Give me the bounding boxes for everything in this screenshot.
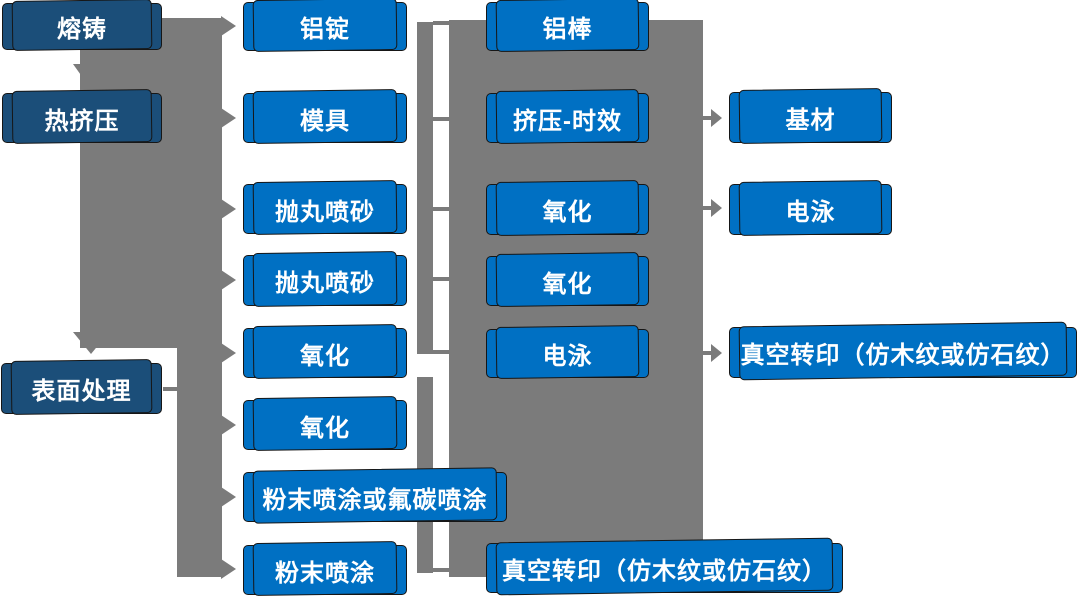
node-yanghua-1: 氧化: [243, 328, 407, 378]
arrowhead-to-paowanpensha-1: [221, 199, 236, 219]
connector-stub-biaomianchuli: [163, 387, 178, 391]
arrowhead-to-fenmopentu: [221, 559, 236, 579]
connector-mid-stub-yanghua-4: [433, 277, 449, 281]
arrowhead-to-zhenkong-2: [711, 344, 722, 362]
node-rongzhu: 熔铸: [2, 3, 162, 50]
connector-out-shaft-jicai: [703, 116, 712, 120]
connector-mid-stub-yanghua-3: [433, 207, 449, 211]
connector-mid-stub-dianyong: [433, 350, 449, 354]
arrowhead-to-paowanpensha-2: [221, 270, 236, 290]
node-lvding: 铝锭: [243, 2, 407, 51]
node-lvbang: 铝棒: [486, 2, 649, 51]
connector-mid-stub-zhenkong: [433, 568, 449, 572]
node-dianyong-1: 电泳: [486, 329, 649, 378]
node-jicai: 基材: [729, 92, 892, 143]
node-muju: 模具: [243, 93, 407, 143]
arrowhead-to-dianyong-2: [711, 199, 722, 217]
arrowhead-down-to-biaomianchuli: [73, 332, 109, 354]
node-fenmo-futan: 粉末喷涂或氟碳喷涂: [243, 472, 507, 522]
node-rejiya: 热挤压: [2, 93, 162, 143]
node-zhenkongzhuanyin-2: 真空转印（仿木纹或仿石纹）: [729, 327, 1077, 378]
node-paowanpensha-1: 抛丸喷砂: [243, 184, 407, 234]
node-yanghua-2: 氧化: [243, 400, 407, 450]
arrowhead-to-fenmo-futan: [221, 487, 236, 507]
connector-mid-bar-upper: [417, 22, 433, 354]
arrowhead-to-muju: [221, 108, 236, 128]
node-yanghua-4: 氧化: [486, 256, 649, 306]
node-dianyong-2: 电泳: [729, 184, 892, 235]
connector-left-main-band: [80, 18, 222, 348]
connector-left-lower-band: [177, 348, 222, 577]
node-zhenkongzhuanyin-1: 真空转印（仿木纹或仿石纹）: [486, 543, 843, 593]
node-jiyashixiao: 挤压-时效: [486, 93, 649, 143]
arrowhead-down-to-rejiya: [73, 64, 103, 85]
connector-mid-stub-jiyashixiao: [433, 117, 449, 121]
node-fenmopentu: 粉末喷涂: [243, 545, 407, 595]
connector-mid-stub-lvbang: [433, 21, 449, 25]
arrowhead-to-lvding: [221, 16, 236, 36]
arrowhead-to-yanghua-2: [221, 415, 236, 435]
connector-out-shaft-dianyong-2: [703, 206, 712, 210]
node-paowanpensha-2: 抛丸喷砂: [243, 255, 407, 306]
node-biaomianchuli: 表面处理: [1, 363, 162, 414]
node-yanghua-3: 氧化: [486, 184, 649, 235]
arrowhead-to-yanghua-1: [221, 343, 236, 363]
connector-out-shaft-zhenkong-2: [703, 351, 712, 355]
arrowhead-to-jicai: [711, 109, 722, 127]
